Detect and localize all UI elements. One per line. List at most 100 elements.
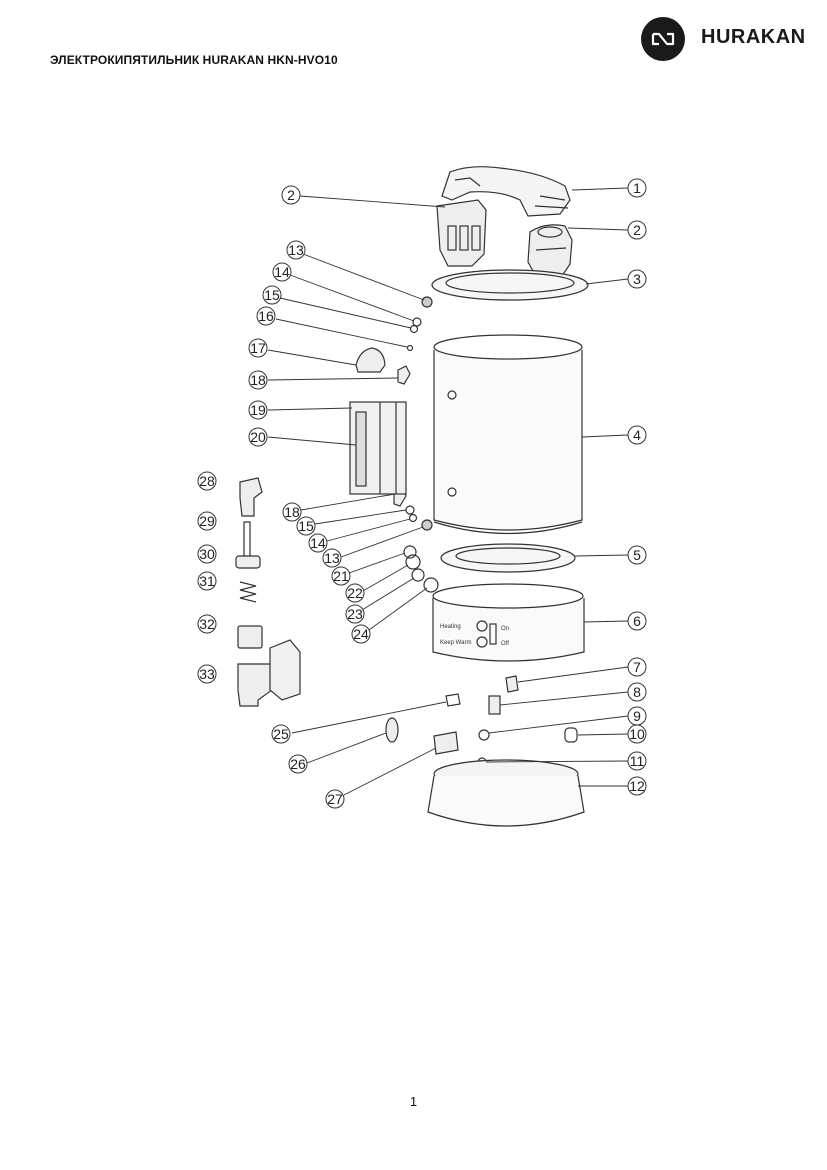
svg-text:17: 17 bbox=[250, 340, 266, 356]
callout-18-top: 18 bbox=[248, 370, 268, 390]
svg-text:On: On bbox=[501, 626, 509, 632]
part-30 bbox=[235, 555, 261, 569]
svg-text:20: 20 bbox=[250, 429, 266, 445]
callout-28: 28 bbox=[197, 471, 217, 491]
part-9 bbox=[478, 729, 490, 741]
callout-19: 19 bbox=[248, 400, 268, 420]
part-26 bbox=[385, 717, 399, 743]
callout-7: 7 bbox=[627, 657, 647, 677]
svg-text:31: 31 bbox=[199, 573, 215, 589]
callout-26: 26 bbox=[288, 754, 308, 774]
svg-text:14: 14 bbox=[274, 264, 290, 280]
part-22 bbox=[405, 554, 421, 570]
svg-text:15: 15 bbox=[298, 518, 314, 534]
svg-text:Off: Off bbox=[501, 641, 509, 647]
svg-text:18: 18 bbox=[284, 504, 300, 520]
callout-1: 1 bbox=[627, 178, 647, 198]
svg-text:2: 2 bbox=[633, 222, 641, 238]
part-28-tap-lever bbox=[239, 477, 263, 517]
callout-31: 31 bbox=[197, 571, 217, 591]
svg-text:27: 27 bbox=[327, 791, 343, 807]
callout-15-top: 15 bbox=[262, 285, 282, 305]
callout-6: 6 bbox=[627, 611, 647, 631]
part-13-top bbox=[421, 296, 433, 308]
callout-25: 25 bbox=[271, 724, 291, 744]
svg-text:26: 26 bbox=[290, 756, 306, 772]
callout-10: 10 bbox=[627, 724, 647, 744]
svg-text:28: 28 bbox=[199, 473, 215, 489]
brand-name: HURAKAN bbox=[701, 26, 806, 48]
callout-32: 32 bbox=[197, 614, 217, 634]
svg-text:13: 13 bbox=[324, 550, 340, 566]
part-handle-left bbox=[436, 199, 487, 267]
part-18-elbow-top bbox=[397, 365, 411, 385]
callout-24: 24 bbox=[351, 624, 371, 644]
svg-text:8: 8 bbox=[633, 684, 641, 700]
callout-14-bottom: 14 bbox=[308, 533, 328, 553]
callout-17: 17 bbox=[248, 338, 268, 358]
svg-text:16: 16 bbox=[258, 308, 274, 324]
svg-text:24: 24 bbox=[353, 626, 369, 642]
svg-text:19: 19 bbox=[250, 402, 266, 418]
callout-3: 3 bbox=[627, 269, 647, 289]
part-8 bbox=[488, 695, 501, 715]
svg-text:33: 33 bbox=[199, 666, 215, 682]
svg-text:22: 22 bbox=[347, 585, 363, 601]
svg-text:4: 4 bbox=[633, 427, 641, 443]
svg-text:11: 11 bbox=[630, 753, 645, 769]
svg-text:30: 30 bbox=[199, 546, 215, 562]
svg-text:Heating: Heating bbox=[440, 624, 461, 630]
callout-14-top: 14 bbox=[272, 262, 292, 282]
svg-text:14: 14 bbox=[310, 535, 326, 551]
callout-23: 23 bbox=[345, 604, 365, 624]
part-15-bottom bbox=[405, 505, 415, 515]
callout-15-bottom: 15 bbox=[296, 516, 316, 536]
svg-text:1: 1 bbox=[633, 180, 641, 196]
part-base bbox=[427, 759, 585, 827]
part-14-top bbox=[412, 317, 422, 327]
callout-11: 11 bbox=[627, 751, 647, 771]
part-15-top bbox=[409, 324, 419, 334]
callout-labels: 1 2 2 3 4 5 6 7 8 9 10 11 12 13 14 15 16… bbox=[197, 178, 647, 809]
part-24 bbox=[423, 577, 439, 593]
part-13-bottom bbox=[421, 519, 433, 531]
part-tank bbox=[433, 334, 583, 535]
part-21 bbox=[403, 545, 417, 559]
svg-text:13: 13 bbox=[288, 242, 304, 258]
svg-text:9: 9 bbox=[633, 708, 641, 724]
leader-lines bbox=[267, 187, 629, 796]
callout-2-right: 2 bbox=[627, 220, 647, 240]
callout-29: 29 bbox=[197, 511, 217, 531]
svg-text:3: 3 bbox=[633, 271, 641, 287]
page-number: 1 bbox=[409, 1094, 418, 1109]
svg-text:25: 25 bbox=[273, 726, 289, 742]
svg-text:6: 6 bbox=[633, 613, 641, 629]
svg-text:Keep Warm: Keep Warm bbox=[440, 640, 471, 646]
callout-22: 22 bbox=[345, 583, 365, 603]
svg-text:10: 10 bbox=[629, 726, 645, 742]
callout-33: 33 bbox=[197, 664, 217, 684]
callout-12: 12 bbox=[627, 776, 647, 796]
svg-text:32: 32 bbox=[199, 616, 215, 632]
svg-text:15: 15 bbox=[264, 287, 280, 303]
svg-text:29: 29 bbox=[199, 513, 215, 529]
callout-20: 20 bbox=[248, 427, 268, 447]
part-14-bottom bbox=[408, 513, 418, 523]
svg-text:23: 23 bbox=[347, 606, 363, 622]
svg-text:5: 5 bbox=[633, 547, 641, 563]
part-water-gauge bbox=[349, 401, 407, 495]
svg-text:2: 2 bbox=[287, 187, 295, 203]
callout-16: 16 bbox=[256, 306, 276, 326]
svg-text:7: 7 bbox=[633, 659, 641, 675]
svg-text:12: 12 bbox=[629, 778, 645, 794]
callout-21: 21 bbox=[331, 566, 351, 586]
part-gasket bbox=[440, 543, 576, 573]
part-lid-ring bbox=[431, 269, 589, 301]
svg-text:18: 18 bbox=[250, 372, 266, 388]
callout-8: 8 bbox=[627, 682, 647, 702]
part-31-spring bbox=[239, 581, 257, 603]
part-25 bbox=[445, 693, 461, 707]
callout-2-left: 2 bbox=[281, 185, 301, 205]
part-10 bbox=[564, 727, 578, 743]
